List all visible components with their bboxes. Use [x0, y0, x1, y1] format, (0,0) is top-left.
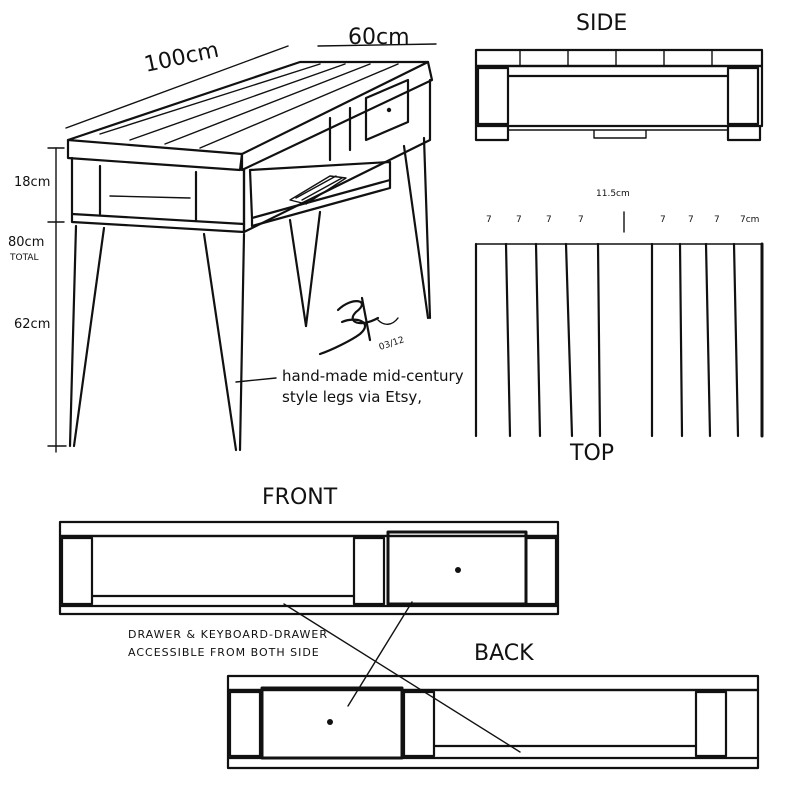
side-view-title: SIDE	[576, 11, 627, 36]
board-spacing-marks: 7 7 7 7 7 7 7 7cm	[486, 215, 759, 225]
dim-depth-label: 60cm	[348, 25, 410, 50]
legs-note-line1: hand-made mid-century	[282, 367, 464, 385]
connector-keyboard-line	[283, 603, 521, 753]
board-mark: 7	[578, 215, 584, 225]
side-view-drawing	[474, 48, 764, 142]
board-mark: 7cm	[740, 215, 759, 225]
front-view-drawing	[58, 520, 560, 616]
front-view-title: FRONT	[262, 485, 338, 510]
signature-date: 03/12	[378, 335, 406, 353]
board-mark: 7	[546, 215, 552, 225]
board-mark: 7	[688, 215, 694, 225]
dim-leg-label: 62cm	[14, 317, 50, 332]
drawer-note-line1: DRAWER & KEYBOARD-DRAWER	[128, 628, 328, 641]
board-mark: 7	[714, 215, 720, 225]
drawer-note-line2: ACCESSIBLE FROM BOTH SIDE	[128, 646, 320, 659]
top-view-title: TOP	[569, 441, 614, 466]
board-width-label: 11.5cm	[596, 189, 630, 199]
top-view-drawing	[474, 211, 764, 438]
dim-apron-label: 18cm	[14, 175, 50, 190]
back-view-drawing	[226, 674, 760, 770]
dim-total-note: TOTAL	[9, 253, 39, 263]
dim-length-label: 100cm	[142, 38, 221, 78]
board-mark: 7	[660, 215, 666, 225]
board-mark: 7	[486, 215, 492, 225]
signature-scribble	[318, 296, 399, 356]
board-mark: 7	[516, 215, 522, 225]
back-view-title: BACK	[474, 641, 534, 666]
dim-total-label: 80cm	[8, 235, 44, 250]
perspective-desk-sketch	[47, 43, 437, 453]
legs-note-line2: style legs via Etsy,	[282, 388, 422, 406]
